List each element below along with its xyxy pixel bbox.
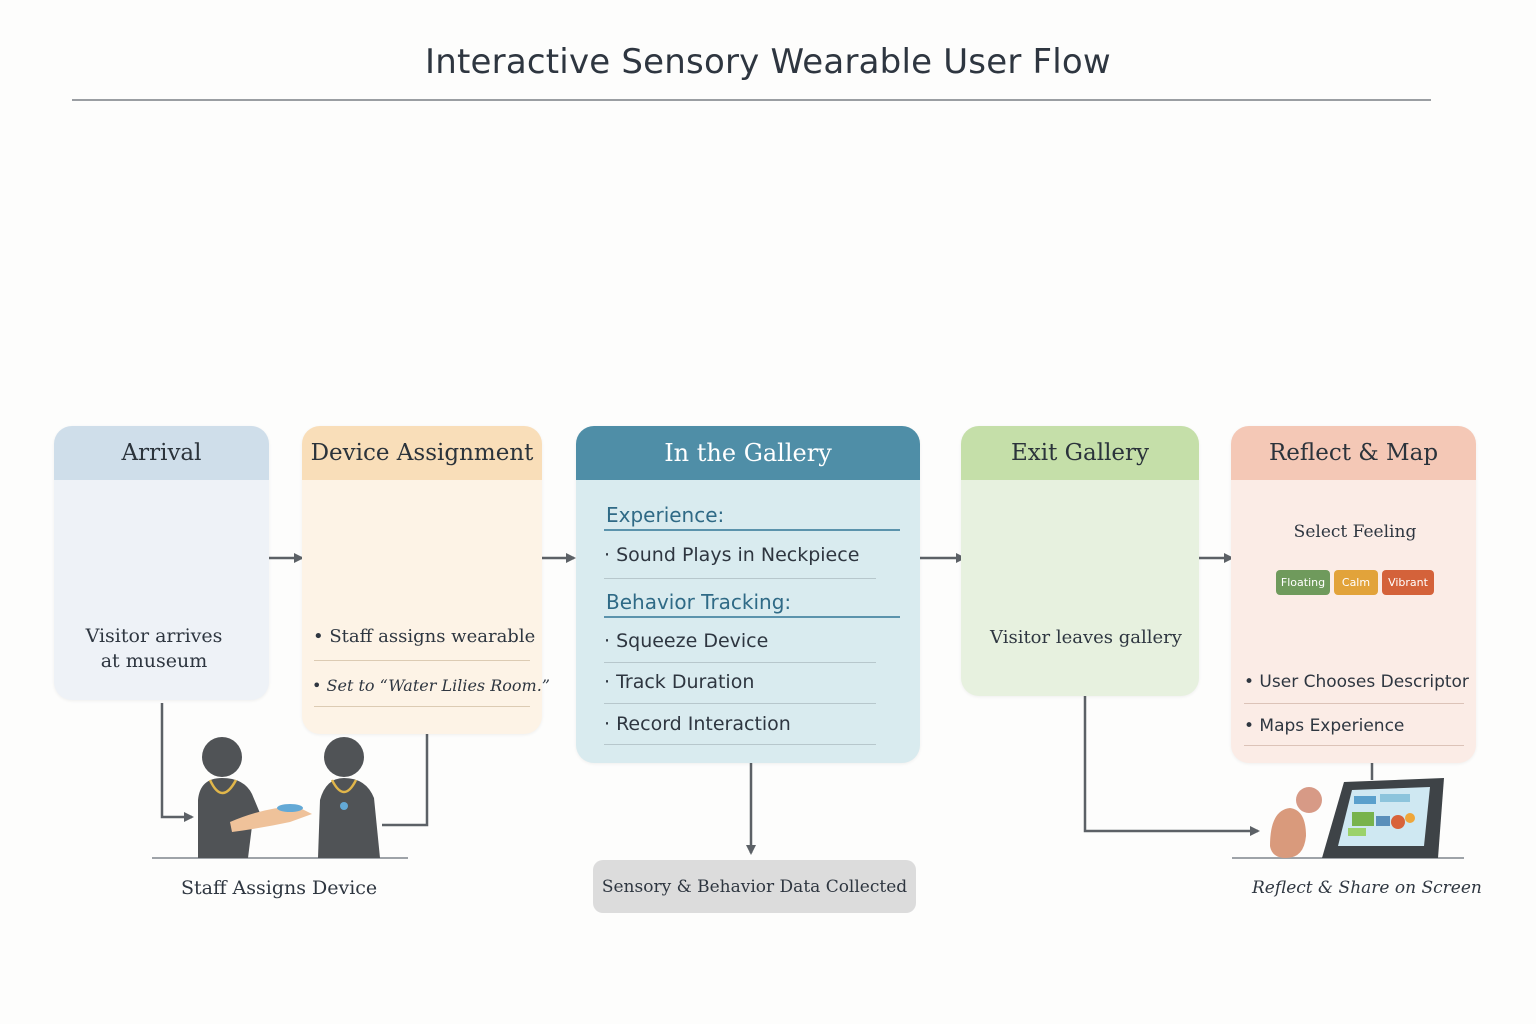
tracking-item-record: · Record Interaction	[604, 713, 791, 735]
divider	[604, 578, 876, 579]
exit-gallery-description: Visitor leaves gallery	[990, 627, 1182, 648]
step-in-gallery-card: In the Gallery	[576, 426, 920, 763]
staff-assigns-caption: Staff Assigns Device	[181, 877, 378, 899]
feeling-option-vibrant[interactable]: Vibrant	[1382, 570, 1434, 595]
feeling-option-floating[interactable]: Floating	[1276, 570, 1330, 595]
divider	[1244, 745, 1464, 746]
tracking-item-squeeze: · Squeeze Device	[604, 630, 769, 652]
step-exit-gallery-card: Exit Gallery	[961, 426, 1199, 696]
divider	[314, 660, 530, 661]
step-in-gallery-heading: In the Gallery	[576, 426, 920, 480]
reflect-share-illustration	[1232, 778, 1464, 859]
step-reflect-map-heading: Reflect & Map	[1231, 426, 1476, 480]
step-exit-gallery-heading: Exit Gallery	[961, 426, 1199, 480]
tracking-item-duration: · Track Duration	[604, 671, 755, 693]
arrival-line-2: at museum	[100, 650, 208, 672]
divider	[604, 529, 900, 531]
step-device-assignment-heading: Device Assignment	[302, 426, 542, 480]
device-assignment-item-2: • Set to “Water Lilies Room.”	[312, 676, 550, 695]
data-collected-box: Sensory & Behavior Data Collected	[593, 860, 916, 913]
diagram-title: Interactive Sensory Wearable User Flow	[425, 42, 1111, 82]
experience-item: · Sound Plays in Neckpiece	[604, 544, 860, 566]
feeling-option-calm[interactable]: Calm	[1334, 570, 1378, 595]
reflect-item-descriptor: • User Chooses Descriptor	[1244, 672, 1469, 692]
arrival-description: Visitor arrives at museum	[54, 624, 254, 674]
step-arrival-card: Arrival	[54, 426, 269, 700]
arrival-line-1: Visitor arrives	[85, 625, 223, 647]
reflect-item-maps: • Maps Experience	[1244, 716, 1405, 736]
step-arrival-heading: Arrival	[54, 426, 269, 480]
divider	[1244, 703, 1464, 704]
title-divider	[72, 99, 1431, 101]
experience-label: Experience:	[606, 503, 725, 527]
divider	[604, 703, 876, 704]
connector-assignment-to-staff	[382, 734, 429, 827]
divider	[314, 706, 530, 707]
divider	[604, 616, 900, 618]
divider	[604, 662, 876, 663]
arrow-exit-to-share	[1083, 696, 1260, 836]
step-device-assignment-card: Device Assignment	[302, 426, 542, 734]
screen-title: Select Feeling	[1293, 522, 1417, 542]
behavior-tracking-label: Behavior Tracking:	[606, 590, 792, 614]
device-assignment-item-1: • Staff assigns wearable	[313, 626, 536, 647]
reflect-share-caption: Reflect & Share on Screen	[1252, 878, 1482, 898]
divider	[604, 744, 876, 745]
staff-assigns-illustration	[152, 737, 408, 859]
arrow-arrival-to-staff	[160, 703, 194, 822]
